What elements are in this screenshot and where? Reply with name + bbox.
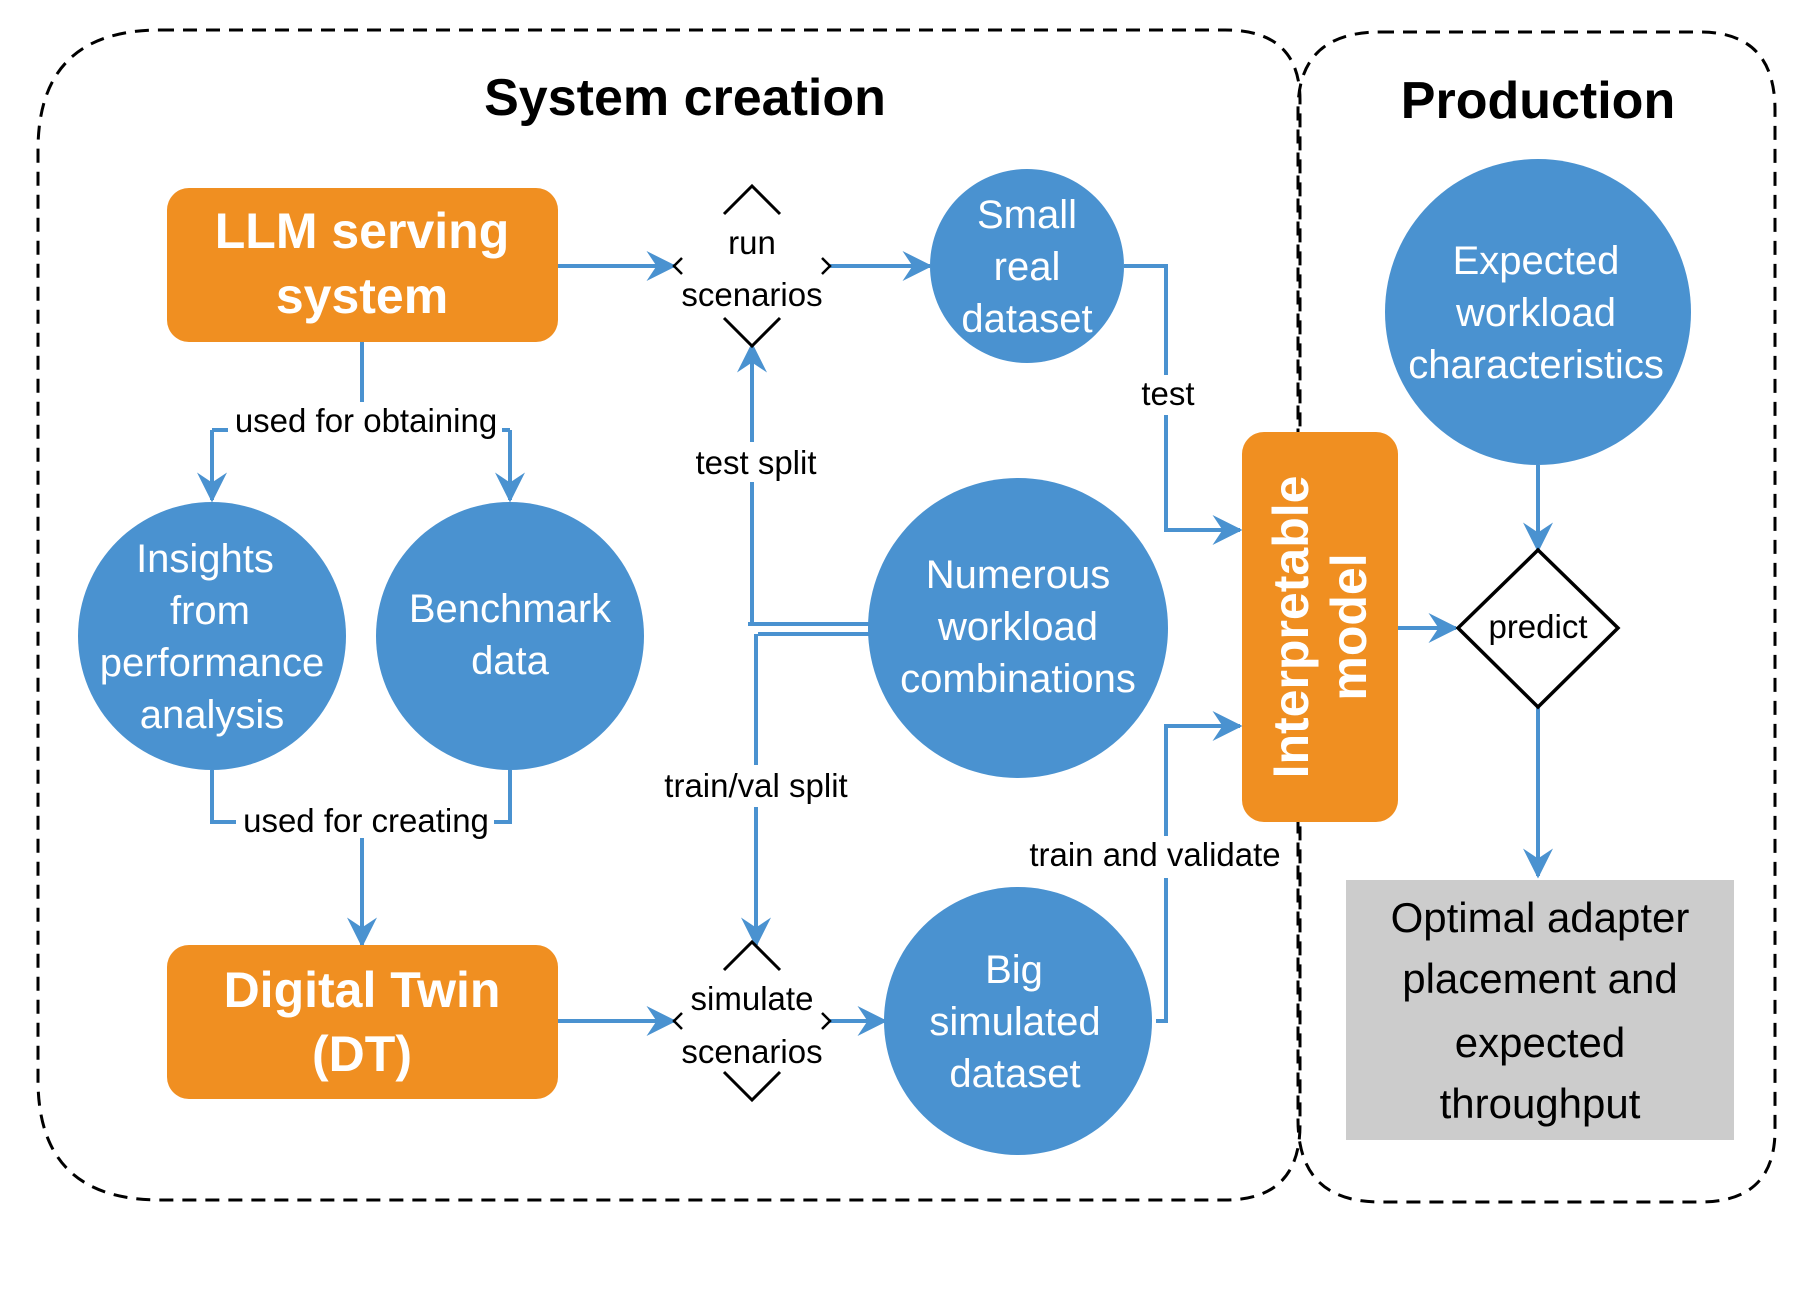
simulate-scenarios-diamond (672, 939, 832, 1103)
used-for-creating-label: used for creating (243, 802, 489, 839)
small-real-line-2: real (994, 245, 1061, 289)
benchmark-line-2: data (471, 639, 550, 683)
production-frame (1296, 30, 1777, 1204)
system-creation-frame (36, 28, 1302, 1202)
run-line-1: run (728, 224, 776, 261)
optimal-line-4: throughput (1440, 1080, 1641, 1127)
llm-serving-box (167, 188, 558, 342)
interpretable-model-box (1242, 432, 1398, 822)
train-and-validate-label: train and validate (1029, 836, 1280, 873)
digital-twin-line-2: (DT) (312, 1026, 412, 1082)
simulate-line-2: scenarios (681, 1033, 822, 1070)
small-real-line-1: Small (977, 193, 1077, 237)
llm-serving-line-1: LLM serving (215, 203, 509, 259)
expected-line-1: Expected (1453, 239, 1620, 283)
big-sim-line-2: simulated (929, 1000, 1100, 1044)
interpretable-line-2: model (1321, 553, 1377, 700)
test-split-label-bg (688, 442, 824, 482)
obtaining-label-bg (228, 402, 502, 442)
small-real-line-3: dataset (961, 297, 1092, 341)
insights-line-1: Insights (136, 537, 274, 581)
big-simulated-circle (884, 887, 1152, 1155)
numerous-line-2: workload (937, 605, 1098, 649)
system-creation-title: System creation (484, 69, 886, 127)
train-val-label-bg (656, 765, 856, 807)
interpretable-line-1: Interpretable (1263, 476, 1319, 779)
insights-line-2: from (170, 589, 250, 633)
creating-label-bg (236, 798, 494, 838)
expected-line-2: workload (1455, 291, 1616, 335)
optimal-line-1: Optimal adapter (1391, 894, 1690, 941)
predict-diamond (1455, 547, 1621, 710)
insights-line-4: analysis (140, 693, 285, 737)
simulate-line-1: simulate (691, 980, 814, 1017)
test-label: test (1141, 375, 1194, 412)
test-split-label: test split (695, 444, 816, 481)
digital-twin-line-1: Digital Twin (224, 962, 501, 1018)
optimal-line-2: placement and (1402, 955, 1678, 1002)
digital-twin-box (167, 945, 558, 1099)
insights-circle (78, 502, 346, 770)
numerous-line-3: combinations (900, 657, 1136, 701)
run-line-2: scenarios (681, 276, 822, 313)
production-title: Production (1401, 72, 1675, 130)
big-sim-line-3: dataset (949, 1052, 1080, 1096)
numerous-workload-circle (868, 478, 1168, 778)
benchmark-circle (376, 502, 644, 770)
optimal-line-3: expected (1455, 1019, 1625, 1066)
train-validate-label-bg (1020, 836, 1290, 878)
benchmark-line-1: Benchmark (409, 587, 612, 631)
expected-workload-circle (1385, 159, 1691, 465)
expected-line-3: characteristics (1408, 343, 1664, 387)
small-real-dataset-circle (930, 169, 1124, 363)
run-scenarios-diamond (672, 183, 832, 349)
optimal-output-box (1346, 880, 1734, 1140)
insights-line-3: performance (100, 641, 325, 685)
test-label-bg (1134, 375, 1198, 415)
llm-serving-line-2: system (276, 268, 448, 324)
big-sim-line-1: Big (985, 948, 1043, 992)
numerous-line-1: Numerous (926, 553, 1111, 597)
used-for-obtaining-label: used for obtaining (235, 402, 497, 439)
predict-label: predict (1488, 608, 1587, 645)
train-val-split-label: train/val split (664, 767, 847, 804)
